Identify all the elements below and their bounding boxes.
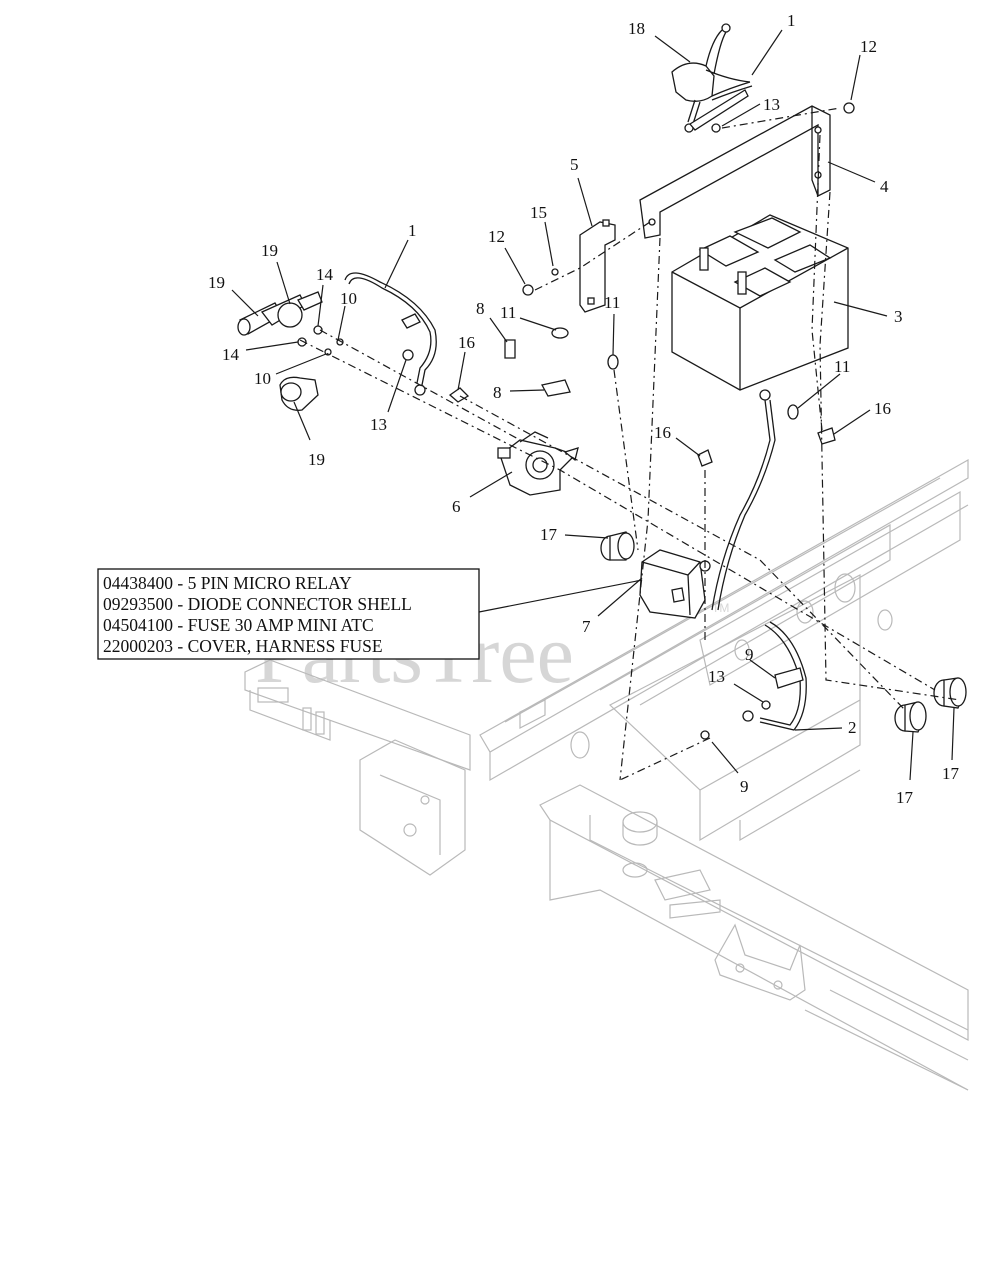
legend-line-diode: 09293500 - DIODE CONNECTOR SHELL xyxy=(103,594,412,614)
nut-13b xyxy=(402,349,414,361)
callout-16-left: 16 xyxy=(458,333,475,352)
callout-1-left: 1 xyxy=(408,221,417,240)
screw-16b xyxy=(817,427,836,445)
washer-15 xyxy=(551,268,559,276)
callout-10-left: 10 xyxy=(254,369,271,388)
terminal-boots xyxy=(237,291,323,411)
callout-19-top: 19 xyxy=(261,241,278,260)
callout-8-bottom: 8 xyxy=(493,383,502,402)
callout-16-mid: 16 xyxy=(654,423,671,442)
washer-10b xyxy=(324,348,332,356)
nut-12b xyxy=(522,284,534,296)
legend-line-fuse: 04504100 - FUSE 30 AMP MINI ATC xyxy=(103,615,374,635)
positive-cable-top xyxy=(671,23,753,133)
callout-9-top: 9 xyxy=(745,645,754,664)
grommet-17c xyxy=(933,677,967,709)
nut-13a xyxy=(711,123,721,133)
callout-1-top: 1 xyxy=(787,11,796,30)
hold-down-bracket xyxy=(639,105,831,239)
washer-11c xyxy=(787,404,799,420)
callout-3: 3 xyxy=(894,307,903,326)
callout-14-top: 14 xyxy=(316,265,334,284)
solenoid-cable xyxy=(344,272,437,396)
watermark-tm: TM xyxy=(712,601,729,615)
leader-lines xyxy=(231,29,955,781)
callout-13-left: 13 xyxy=(370,415,387,434)
nut-12a xyxy=(843,102,855,114)
grommet-17b xyxy=(894,701,927,733)
bolt-8b xyxy=(541,379,571,397)
callout-11-left: 11 xyxy=(500,303,516,322)
assembly-lines xyxy=(299,107,961,781)
callout-19-left: 19 xyxy=(208,273,225,292)
parts-legend: 04438400 - 5 PIN MICRO RELAY 09293500 - … xyxy=(97,568,480,660)
callout-19-bottom: 19 xyxy=(308,450,325,469)
callout-15: 15 xyxy=(530,203,547,222)
mower-frame xyxy=(244,458,969,1091)
callout-7: 7 xyxy=(582,617,591,636)
legend-box xyxy=(97,568,480,660)
strap xyxy=(579,219,616,313)
callout-6: 6 xyxy=(452,497,461,516)
screw-16a xyxy=(448,387,470,403)
callout-14-left: 14 xyxy=(222,345,240,364)
bolt-8a xyxy=(504,339,516,359)
grommet-17a xyxy=(600,531,635,561)
relay-fuse-assembly xyxy=(639,549,711,619)
callout-13-top: 13 xyxy=(763,95,780,114)
callout-12-mid: 12 xyxy=(488,227,505,246)
nut-13c xyxy=(761,700,771,710)
washer-11a xyxy=(551,327,569,339)
negative-cable xyxy=(711,389,807,731)
callout-11-right: 11 xyxy=(834,357,850,376)
legend-line-relay: 04438400 - 5 PIN MICRO RELAY xyxy=(103,573,352,593)
callout-5: 5 xyxy=(570,155,579,174)
callout-13-bottom: 13 xyxy=(708,667,725,686)
screw-16c xyxy=(697,449,713,467)
callout-12-top: 12 xyxy=(860,37,877,56)
battery xyxy=(671,214,849,391)
bolt-9 xyxy=(700,730,710,740)
callout-17-right: 17 xyxy=(942,764,960,783)
callout-4: 4 xyxy=(880,177,889,196)
callout-numbers: 1 18 12 13 4 5 15 12 1 19 19 14 10 14 10… xyxy=(208,11,960,807)
callout-2: 2 xyxy=(848,718,857,737)
callout-11-mid: 11 xyxy=(604,293,620,312)
callout-10-top: 10 xyxy=(340,289,357,308)
legend-line-cover: 22000203 - COVER, HARNESS FUSE xyxy=(103,636,383,656)
washer-11b xyxy=(607,354,619,370)
callout-17-bottom: 17 xyxy=(896,788,914,807)
callout-16-right: 16 xyxy=(874,399,891,418)
solenoid xyxy=(497,431,579,496)
callout-8-top: 8 xyxy=(476,299,485,318)
callout-17-left: 17 xyxy=(540,525,558,544)
callout-18: 18 xyxy=(628,19,645,38)
callout-9-bottom: 9 xyxy=(740,777,749,796)
